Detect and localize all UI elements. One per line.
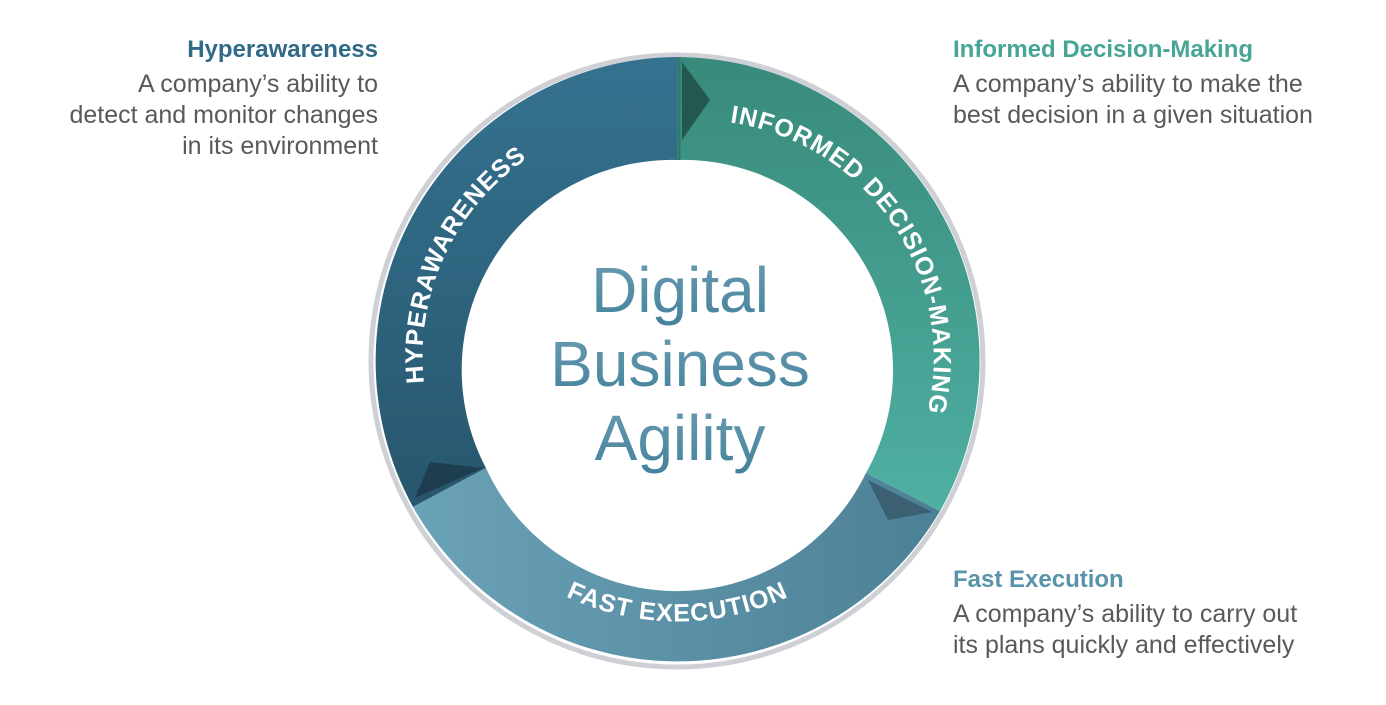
description-title: Informed Decision-Making [953,36,1254,63]
description-line: its plans quickly and effectively [953,631,1295,659]
description-informed-decision-making: Informed Decision-Making A company’s abi… [953,34,1313,131]
arrow-icon [682,62,710,140]
segment-fast-execution [413,468,940,662]
center-title-line: Agility [595,402,766,474]
segment-informed-decision-making [677,57,980,511]
description-title: Hyperawareness [187,36,378,63]
outer-border [368,52,986,670]
center-title-line: Business [550,328,810,400]
description-fast-execution: Fast Execution A company’s ability to ca… [953,564,1297,661]
description-line: A company’s ability to [138,70,378,98]
description-line: A company’s ability to carry out [953,600,1298,628]
segment-hyperawareness [375,57,677,507]
description-line: best decision in a given situation [953,101,1313,129]
description-line: detect and monitor changes [69,101,378,129]
description-line: in its environment [182,132,378,160]
description-hyperawareness: Hyperawareness A company’s ability to de… [69,34,378,162]
center-title-line: Digital [591,254,769,326]
center-title: Digital Business Agility [550,254,810,474]
description-title: Fast Execution [953,566,1124,593]
arrow-icon [415,462,483,498]
description-line: A company’s ability to make the [953,70,1303,98]
arrow-icon [868,480,932,520]
